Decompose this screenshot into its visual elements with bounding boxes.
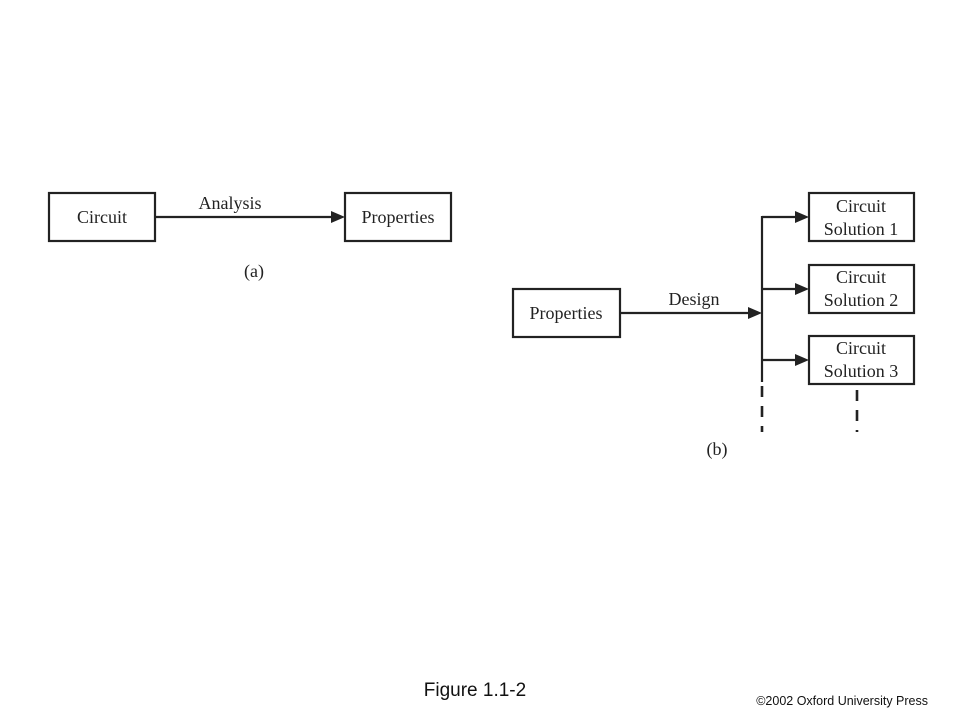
solution-box-2-line2: Solution 2: [824, 290, 899, 310]
solution-box-2-line1: Circuit: [836, 267, 886, 287]
branch-arrow-2-head: [795, 283, 809, 295]
design-arrow-label: Design: [669, 289, 720, 309]
properties-box-b: [511, 287, 622, 339]
design-arrow-head: [748, 307, 762, 319]
caption-b: (b): [707, 439, 728, 460]
circuit-box: [47, 191, 157, 243]
copyright-notice: ©2002 Oxford University Press: [756, 694, 928, 708]
diagram-a: Circuit Analysis Properties (a): [47, 191, 453, 282]
analysis-arrow-head: [331, 211, 345, 223]
circuit-box-label: Circuit: [77, 207, 127, 227]
properties-box-a: [343, 191, 453, 243]
diagram-b: Properties Design Circuit Solution 1 Cir…: [511, 191, 916, 460]
solution-box-2: [807, 263, 916, 315]
properties-box-a-label: Properties: [362, 207, 435, 227]
analysis-arrow-label: Analysis: [199, 193, 262, 213]
solution-box-1: [807, 191, 916, 243]
branch-arrow-1-head: [795, 211, 809, 223]
solution-box-3: [807, 334, 916, 386]
caption-a: (a): [244, 261, 264, 282]
solution-box-3-line2: Solution 3: [824, 361, 899, 381]
solution-box-1-line2: Solution 1: [824, 219, 899, 239]
solution-box-3-line1: Circuit: [836, 338, 886, 358]
figure-label: Figure 1.1-2: [424, 680, 526, 701]
branch-arrow-3-head: [795, 354, 809, 366]
solution-box-1-line1: Circuit: [836, 196, 886, 216]
properties-box-b-label: Properties: [530, 303, 603, 323]
